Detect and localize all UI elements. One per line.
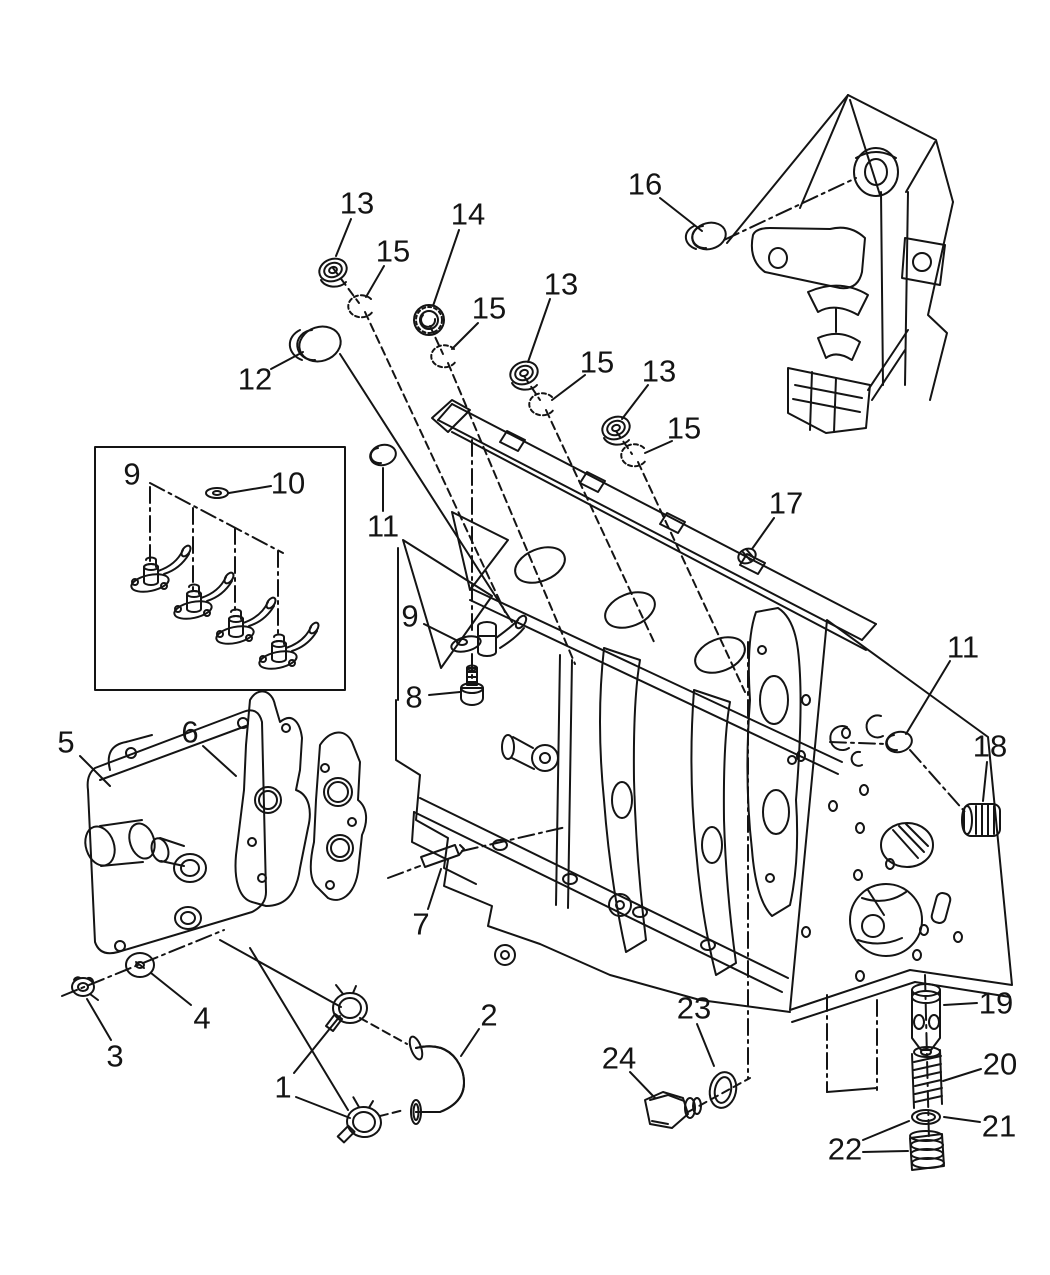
engine-block-drawing (395, 399, 1013, 1023)
part-callout-24: 24 (602, 1041, 636, 1076)
part-8-bolt (460, 664, 484, 706)
part-19-relief-valve (911, 983, 941, 1056)
leader-line-23 (696, 1023, 715, 1067)
part-callout-13: 13 (642, 354, 676, 389)
part-callout-11: 11 (947, 630, 979, 665)
part-callout-12: 12 (238, 362, 272, 397)
part-17-plug (737, 547, 757, 565)
leader-line-14 (432, 229, 460, 307)
part-callout-4: 4 (193, 1001, 210, 1036)
part-callout-11: 11 (367, 509, 399, 544)
part-20-spring (911, 1046, 943, 1109)
part-callout-22: 22 (828, 1132, 862, 1167)
leader-line-21 (943, 1116, 981, 1123)
leader-line-6 (202, 745, 237, 777)
leader-line-11 (905, 660, 951, 735)
part-callout-15: 15 (376, 234, 410, 269)
part-callout-8: 8 (405, 680, 422, 715)
part-callout-9: 9 (123, 457, 140, 492)
part-3-nut (71, 976, 99, 1001)
leader-line-2 (460, 1028, 480, 1057)
leader-line-13 (621, 384, 649, 420)
part-callout-10: 10 (271, 466, 305, 501)
leader-line-22 (862, 1150, 909, 1153)
leader-line-15 (644, 440, 673, 454)
part-callout-6: 6 (181, 715, 198, 750)
part-22-threaded-plug (909, 1130, 945, 1171)
part-14-plug (413, 304, 445, 336)
part-9-oil-jet (450, 614, 528, 657)
leader-line-16 (659, 197, 703, 232)
part-15-snap-ring (528, 392, 555, 417)
part-10-washer (205, 487, 229, 499)
leader-line-13 (335, 218, 352, 257)
part-15-snap-ring (347, 294, 374, 319)
leader-line-9 (423, 623, 457, 641)
part-callout-19: 19 (979, 986, 1013, 1021)
leader-line-17 (751, 517, 775, 550)
part-callout-15: 15 (472, 291, 506, 326)
leader-line-1 (295, 1096, 351, 1119)
part-callout-2: 2 (480, 998, 497, 1033)
leader-line-8 (428, 691, 461, 696)
part-11-cup-plug (369, 443, 397, 467)
part-callout-3: 3 (106, 1039, 123, 1074)
leader-line-12 (270, 351, 304, 370)
part-18-knurled-plug (961, 803, 1001, 837)
part-23-seal-ring (708, 1071, 738, 1109)
engine-mount-bracket-drawing (750, 94, 954, 434)
part-7-stud (420, 844, 465, 868)
part-13-cup-plug (601, 415, 631, 446)
oil-cooler-drawing (84, 709, 267, 955)
leader-line-24 (629, 1071, 656, 1099)
leader-line-15 (451, 322, 479, 350)
leader-line-22 (862, 1120, 910, 1141)
leader-line-18 (982, 761, 988, 802)
part-callout-14: 14 (451, 197, 485, 232)
part-callout-15: 15 (667, 411, 701, 446)
part-24-hex-plug (644, 1091, 702, 1129)
leader-line-19 (943, 1002, 978, 1006)
hose-and-clamps-drawing (325, 984, 465, 1149)
leader-line-15 (551, 374, 586, 401)
part-4-washer (125, 952, 155, 978)
part-15-snap-ring (620, 443, 647, 468)
leader-line-7 (427, 868, 442, 910)
part-callout-13: 13 (544, 267, 578, 302)
part-callout-16: 16 (628, 167, 662, 202)
leader-line-5 (79, 755, 111, 787)
part-callout-5: 5 (57, 725, 74, 760)
leader-line-3 (86, 998, 112, 1041)
fasteners-and-plugs-drawing (71, 221, 1001, 1171)
part-callout-18: 18 (973, 729, 1007, 764)
leader-line-10 (228, 485, 272, 494)
part-21-ring (911, 1109, 941, 1125)
part-12-cup-plug (288, 325, 342, 363)
leader-line-1 (293, 1015, 341, 1074)
hose-clamp-upper (325, 984, 368, 1032)
part-callout-1: 1 (274, 1070, 291, 1105)
oil-cooler-gaskets-drawing (234, 690, 368, 907)
part-callout-13: 13 (340, 186, 374, 221)
leader-line-13 (527, 298, 551, 363)
part-15-snap-ring (430, 344, 457, 369)
part-11-cup-plug (885, 730, 913, 754)
part-13-cup-plug (318, 257, 348, 288)
part-callout-21: 21 (982, 1109, 1016, 1144)
part-13-cup-plug (509, 360, 539, 391)
part-callout-7: 7 (412, 907, 429, 942)
part-callout-20: 20 (983, 1047, 1017, 1082)
leader-line-4 (150, 972, 192, 1006)
leader-line-20 (942, 1068, 982, 1082)
part-callout-15: 15 (580, 345, 614, 380)
part-callout-9: 9 (401, 599, 418, 634)
part-callout-17: 17 (769, 486, 803, 521)
leader-line-15 (365, 265, 385, 298)
part-callout-23: 23 (677, 991, 711, 1026)
